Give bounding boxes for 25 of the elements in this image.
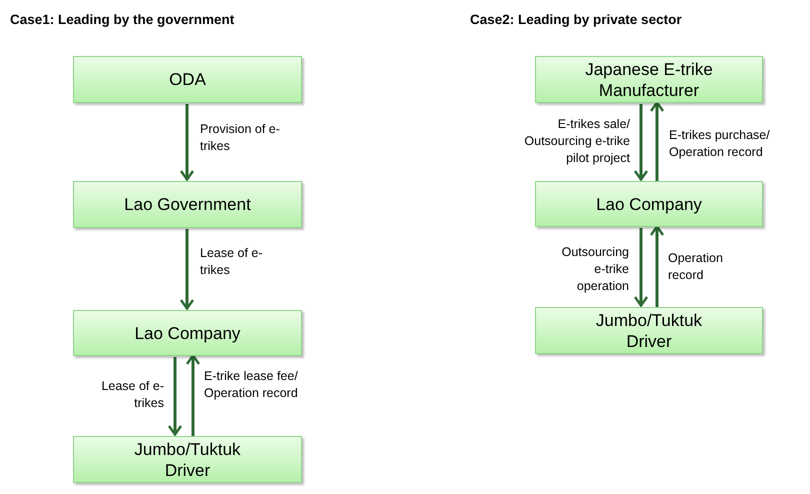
process-box xyxy=(73,436,302,483)
arrow xyxy=(168,357,182,436)
arrow xyxy=(186,354,200,437)
arrow xyxy=(634,104,648,181)
case-heading: Case1: Leading by the government xyxy=(10,11,234,29)
case-heading: Case2: Leading by private sector xyxy=(470,11,682,29)
box-label: Japanese E-trike Manufacturer xyxy=(584,58,714,100)
box-label: Jumbo/Tuktuk Driver xyxy=(594,310,704,352)
process-box xyxy=(73,310,302,356)
arrow xyxy=(180,229,194,310)
arrow xyxy=(634,228,648,307)
edge-label: E-trike lease fee/ Operation record xyxy=(204,368,298,402)
process-box xyxy=(535,307,763,354)
arrow xyxy=(650,225,664,308)
arrow xyxy=(180,104,194,181)
process-box xyxy=(73,56,302,103)
box-label: Lao Government xyxy=(124,194,251,215)
process-box xyxy=(535,56,763,103)
box-label: Jumbo/Tuktuk Driver xyxy=(133,438,242,480)
box-label: Lao Company xyxy=(134,322,240,344)
process-box xyxy=(535,181,763,227)
box-label: ODA xyxy=(169,69,206,90)
process-box xyxy=(73,181,302,228)
arrow xyxy=(650,101,664,182)
box-label: Lao Company xyxy=(596,194,702,214)
